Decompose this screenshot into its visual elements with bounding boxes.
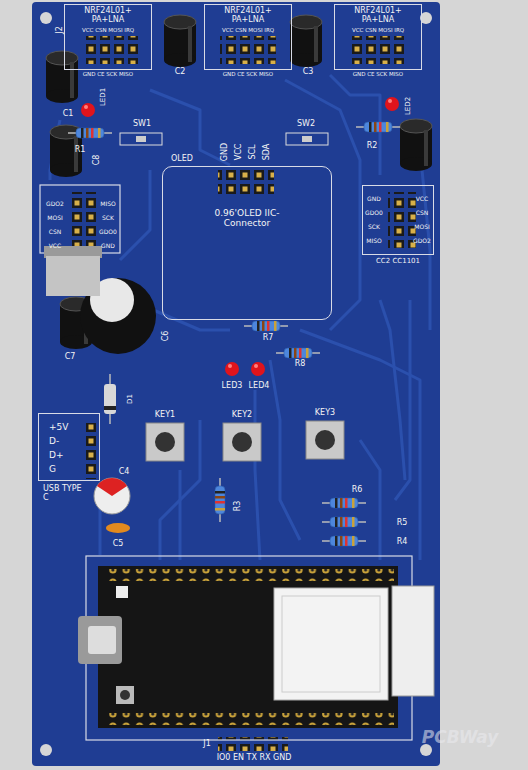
esp32-module: [78, 556, 434, 740]
silkscreen-label: R8: [295, 360, 306, 368]
silkscreen-label: SCK: [368, 224, 380, 230]
silkscreen-label: VCC: [416, 196, 428, 202]
silkscreen-label: SW1: [133, 120, 151, 128]
silkscreen-label: SCK: [102, 215, 114, 221]
silkscreen-label: C2: [175, 68, 186, 76]
silkscreen-label: C6: [162, 331, 170, 342]
silkscreen-label: KEY3: [315, 409, 335, 417]
silkscreen-label: C1: [63, 110, 74, 118]
silkscreen-label: VCC: [49, 243, 61, 249]
header-pins: [40, 36, 416, 751]
silkscreen-label: R4: [397, 538, 408, 546]
regulator: [44, 246, 102, 296]
diode: [104, 374, 116, 424]
silkscreen-label: C3: [303, 68, 314, 76]
silkscreen-label: CSN: [416, 210, 429, 216]
module-outline: NRF24L01+ PA+LNAVCC CSN MOSI IRQGND CE S…: [204, 4, 292, 70]
resistors: [68, 122, 400, 546]
silkscreen-label: LED2: [405, 97, 412, 115]
silkscreen-text: NRF24L01+ PA+LNA: [205, 7, 291, 25]
silkscreen-text: GND CE SCK MISO: [65, 71, 151, 77]
silkscreen-label: J2: [56, 26, 64, 33]
capacitors: [46, 15, 432, 533]
watermark: PCBWay: [422, 729, 499, 746]
silkscreen-label: R7: [263, 334, 274, 342]
silkscreen-text: GND CE SCK MISO: [335, 71, 421, 77]
module-outline: NRF24L01+ PA+LNAVCC CSN MOSI IRQGND CE S…: [64, 4, 152, 70]
silkscreen-label: LED1: [100, 88, 107, 106]
silkscreen-text: G: [49, 465, 56, 475]
silkscreen-label: LED4: [249, 382, 270, 390]
silkscreen-label: GND: [367, 196, 381, 202]
leds: [81, 97, 399, 376]
silkscreen-label: SDA: [263, 144, 271, 161]
silkscreen-text: USB TYPE C: [43, 485, 87, 503]
silkscreen-label: GDO0: [365, 210, 383, 216]
silkscreen-label: GND: [101, 243, 115, 249]
module-outline: NRF24L01+ PA+LNAVCC CSN MOSI IRQGND CE S…: [334, 4, 422, 70]
silkscreen-label: KEY1: [155, 411, 175, 419]
silkscreen-text: +5V: [49, 423, 68, 433]
silkscreen-label: MOSI: [47, 215, 62, 221]
silkscreen-label: KEY2: [232, 411, 252, 419]
module-outline: +5VD-D+GUSB TYPE C: [38, 413, 100, 481]
pcb-board: [32, 2, 440, 766]
silkscreen-label: MISO: [366, 238, 381, 244]
silkscreen-label: GDO2: [46, 201, 64, 207]
silkscreen-text: VCC CSN MOSI IRQ: [205, 27, 291, 33]
silkscreen-label: R5: [397, 519, 408, 527]
silkscreen-text: CC2 CC1101: [363, 258, 433, 266]
silkscreen-label: R3: [234, 501, 242, 512]
silkscreen-text: OLED: [171, 155, 193, 164]
silkscreen-label: R6: [352, 486, 363, 494]
silkscreen-label: GDO0: [99, 229, 117, 235]
silkscreen-text: D+: [49, 451, 63, 461]
silkscreen-label: C5: [113, 540, 124, 548]
silkscreen-text: NRF24L01+ PA+LNA: [335, 7, 421, 25]
silkscreen-text: VCC CSN MOSI IRQ: [335, 27, 421, 33]
silkscreen-text: GND CE SCK MISO: [205, 71, 291, 77]
silkscreen-text: VCC CSN MOSI IRQ: [65, 27, 151, 33]
silkscreen-label: MOSI: [414, 224, 429, 230]
silkscreen-label: D1: [127, 394, 134, 404]
silkscreen-label: MISO: [100, 201, 115, 207]
silkscreen-label: GND: [221, 143, 229, 161]
silkscreen-text: 0.96'OLED IIC-Connector: [205, 209, 289, 229]
silkscreen-label: J1: [203, 740, 210, 748]
silkscreen-label: C4: [119, 468, 130, 476]
silkscreen-label: LED3: [222, 382, 243, 390]
module-outline: OLED0.96'OLED IIC-Connector: [162, 166, 332, 320]
silkscreen-label: SW2: [297, 120, 315, 128]
silkscreen-label: SCL: [249, 144, 257, 159]
silkscreen-label: C7: [65, 353, 76, 361]
silkscreen-text: NRF24L01+ PA+LNA: [65, 7, 151, 25]
silkscreen-label: R1: [75, 146, 86, 154]
silkscreen-text: D-: [49, 437, 59, 447]
silkscreen-label: GDO2: [413, 238, 431, 244]
silkscreen-label: CSN: [49, 229, 62, 235]
silkscreen-label: R2: [367, 142, 378, 150]
silkscreen-label: VCC: [235, 144, 243, 161]
copper-traces: [50, 75, 430, 560]
silkscreen-label: IO0 EN TX RX GND: [217, 754, 292, 762]
push-buttons: [146, 421, 344, 461]
silkscreen-label: C8: [93, 155, 101, 166]
